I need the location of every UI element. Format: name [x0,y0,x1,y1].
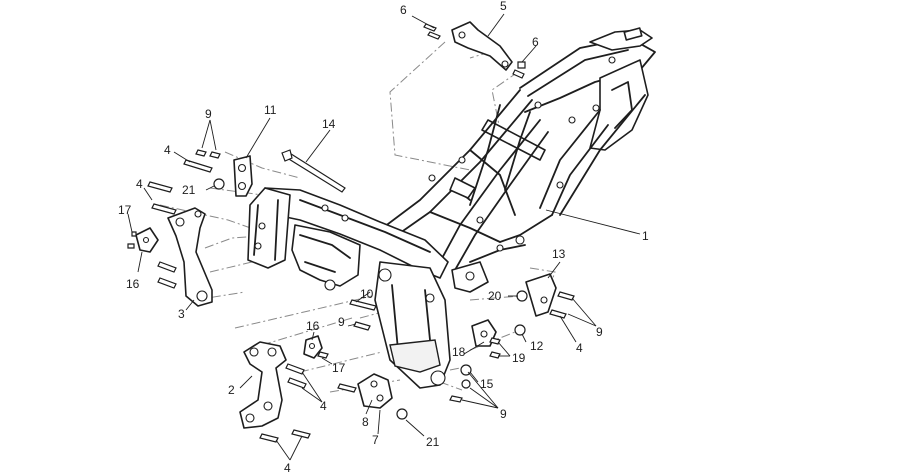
callout-4-right: 4 [576,341,583,355]
callout-19: 19 [512,351,526,365]
side-bracket-part-11 [233,155,253,197]
callout-12: 12 [530,339,544,353]
center-lower-parts [337,299,408,420]
lower-bracket-part-2 [239,335,329,443]
callout-4-bottom: 4 [284,461,291,474]
upper-bracket-part-5 [423,21,526,79]
callout-13: 13 [552,247,566,261]
callout-5: 5 [500,0,507,13]
callout-14: 14 [322,117,336,131]
main-frame [247,27,656,389]
callout-8: 8 [362,415,369,429]
callout-4-left: 4 [136,177,143,191]
callout-3: 3 [178,307,185,321]
callout-15: 15 [480,377,494,391]
callout-2: 2 [228,383,235,397]
callout-4-upper: 4 [164,143,171,157]
callout-17-left: 17 [118,203,132,217]
callout-9-bottom: 9 [500,407,507,421]
callout-1: 1 [642,229,649,243]
callout-labels: 6 5 6 1 9 11 14 4 21 4 17 16 3 10 9 16 1… [118,0,649,474]
bolts-left-upper [147,149,225,215]
callout-16-lower: 16 [306,319,320,333]
callout-6-top: 6 [400,3,407,17]
callout-9-top-left: 9 [205,107,212,121]
callout-6-right: 6 [532,35,539,49]
callout-18: 18 [452,345,466,359]
callout-4-lower-mid: 4 [320,399,327,413]
callout-9-center: 9 [338,315,345,329]
callout-21-bottom: 21 [426,435,440,449]
engine-mount-bracket-part-3 [127,207,213,307]
callout-9-right: 9 [596,325,603,339]
callout-7: 7 [372,433,379,447]
leader-lines [127,13,641,461]
callout-21-left: 21 [182,183,196,197]
right-side-parts [449,273,575,403]
long-bolt-part-14 [281,149,346,193]
callout-20: 20 [488,289,502,303]
callout-10: 10 [360,287,374,301]
callout-16-left: 16 [126,277,140,291]
callout-11: 11 [264,103,277,117]
callout-17-lower: 17 [332,361,346,375]
